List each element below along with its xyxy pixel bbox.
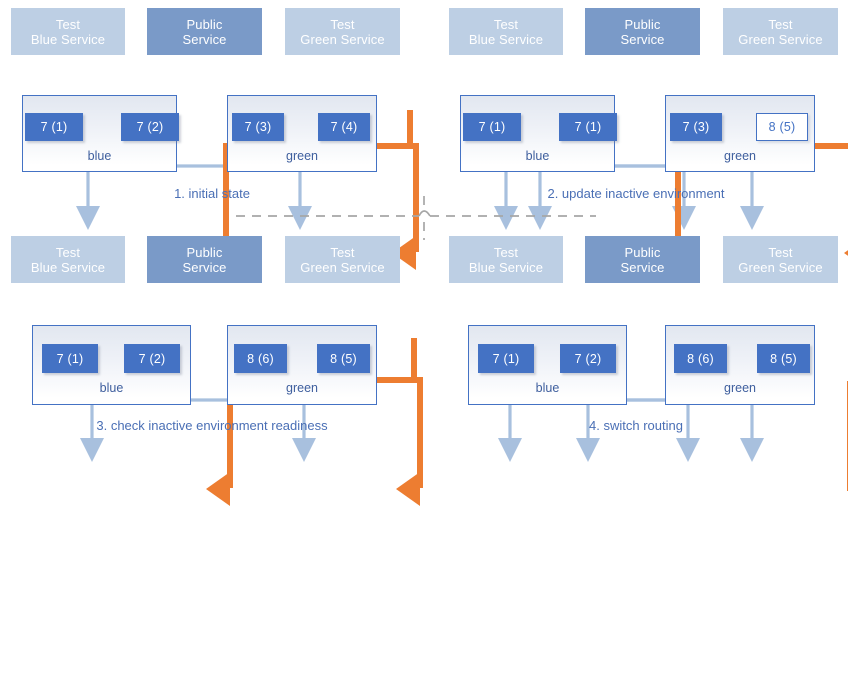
public-service-label-1: Public	[186, 16, 223, 32]
test-green-service-label-1: Test	[768, 244, 793, 260]
test-blue-service-label-2: Blue Service	[468, 31, 544, 47]
blue-environment-label: blue	[99, 381, 124, 395]
public-service-label-2: Service	[620, 31, 665, 47]
test-green-service-label-1: Test	[330, 16, 355, 32]
panel-caption: 3. check inactive environment readiness	[96, 418, 328, 433]
instance-box[interactable]: 7 (1)	[42, 344, 98, 373]
panel-4-connectors	[576, 338, 848, 491]
test-blue-service-label-1: Test	[55, 16, 81, 32]
test-green-service-label-1: Test	[768, 16, 793, 32]
instance-box[interactable]: 7 (3)	[670, 113, 722, 141]
instance-box[interactable]: 7 (3)	[232, 113, 284, 141]
test-green-service-label-2: Green Service	[300, 31, 385, 47]
green-environment-label: green	[724, 381, 756, 395]
instance-box[interactable]: 7 (2)	[124, 344, 180, 373]
test-green-service-label-2: Green Service	[738, 259, 823, 275]
blue-environment-label: blue	[525, 149, 550, 163]
blue-environment-label: blue	[535, 381, 560, 395]
panel-caption: 4. switch routing	[589, 418, 683, 433]
test-blue-service-label-1: Test	[493, 244, 519, 260]
panel-caption: 2. update inactive environment	[547, 186, 725, 201]
instance-box[interactable]: 7 (1)	[25, 113, 83, 141]
test-green-service-label-1: Test	[330, 244, 355, 260]
blue-environment-label: blue	[87, 149, 112, 163]
test-blue-service-label-2: Blue Service	[30, 31, 106, 47]
public-service-label-2: Service	[620, 259, 665, 275]
instance-box[interactable]: 8 (6)	[234, 344, 287, 373]
public-service-label-1: Public	[624, 244, 661, 260]
green-environment-label: green	[724, 149, 756, 163]
public-service-label-1: Public	[624, 16, 661, 32]
instance-box[interactable]: 8 (5)	[756, 113, 808, 141]
test-blue-service-label-1: Test	[493, 16, 519, 32]
instance-box[interactable]: 7 (1)	[559, 113, 617, 141]
public-service-label-2: Service	[182, 259, 227, 275]
instance-box[interactable]: 7 (2)	[560, 344, 616, 373]
test-blue-service-label-2: Blue Service	[468, 259, 544, 275]
instance-box[interactable]: 8 (6)	[674, 344, 727, 373]
instance-box[interactable]: 7 (1)	[463, 113, 521, 141]
instance-box[interactable]: 8 (5)	[317, 344, 370, 373]
instance-box[interactable]: 7 (2)	[121, 113, 179, 141]
green-environment-label: green	[286, 381, 318, 395]
test-blue-service-label-1: Test	[55, 244, 81, 260]
instance-box[interactable]: 7 (1)	[478, 344, 534, 373]
public-service-label-1: Public	[186, 244, 223, 260]
test-green-service-label-2: Green Service	[738, 31, 823, 47]
public-service-label-2: Service	[182, 31, 227, 47]
test-blue-service-label-2: Blue Service	[30, 259, 106, 275]
test-green-service-label-2: Green Service	[300, 259, 385, 275]
instance-box[interactable]: 7 (4)	[318, 113, 370, 141]
instance-box[interactable]: 8 (5)	[757, 344, 810, 373]
green-environment-label: green	[286, 149, 318, 163]
panel-caption: 1. initial state	[174, 186, 250, 201]
